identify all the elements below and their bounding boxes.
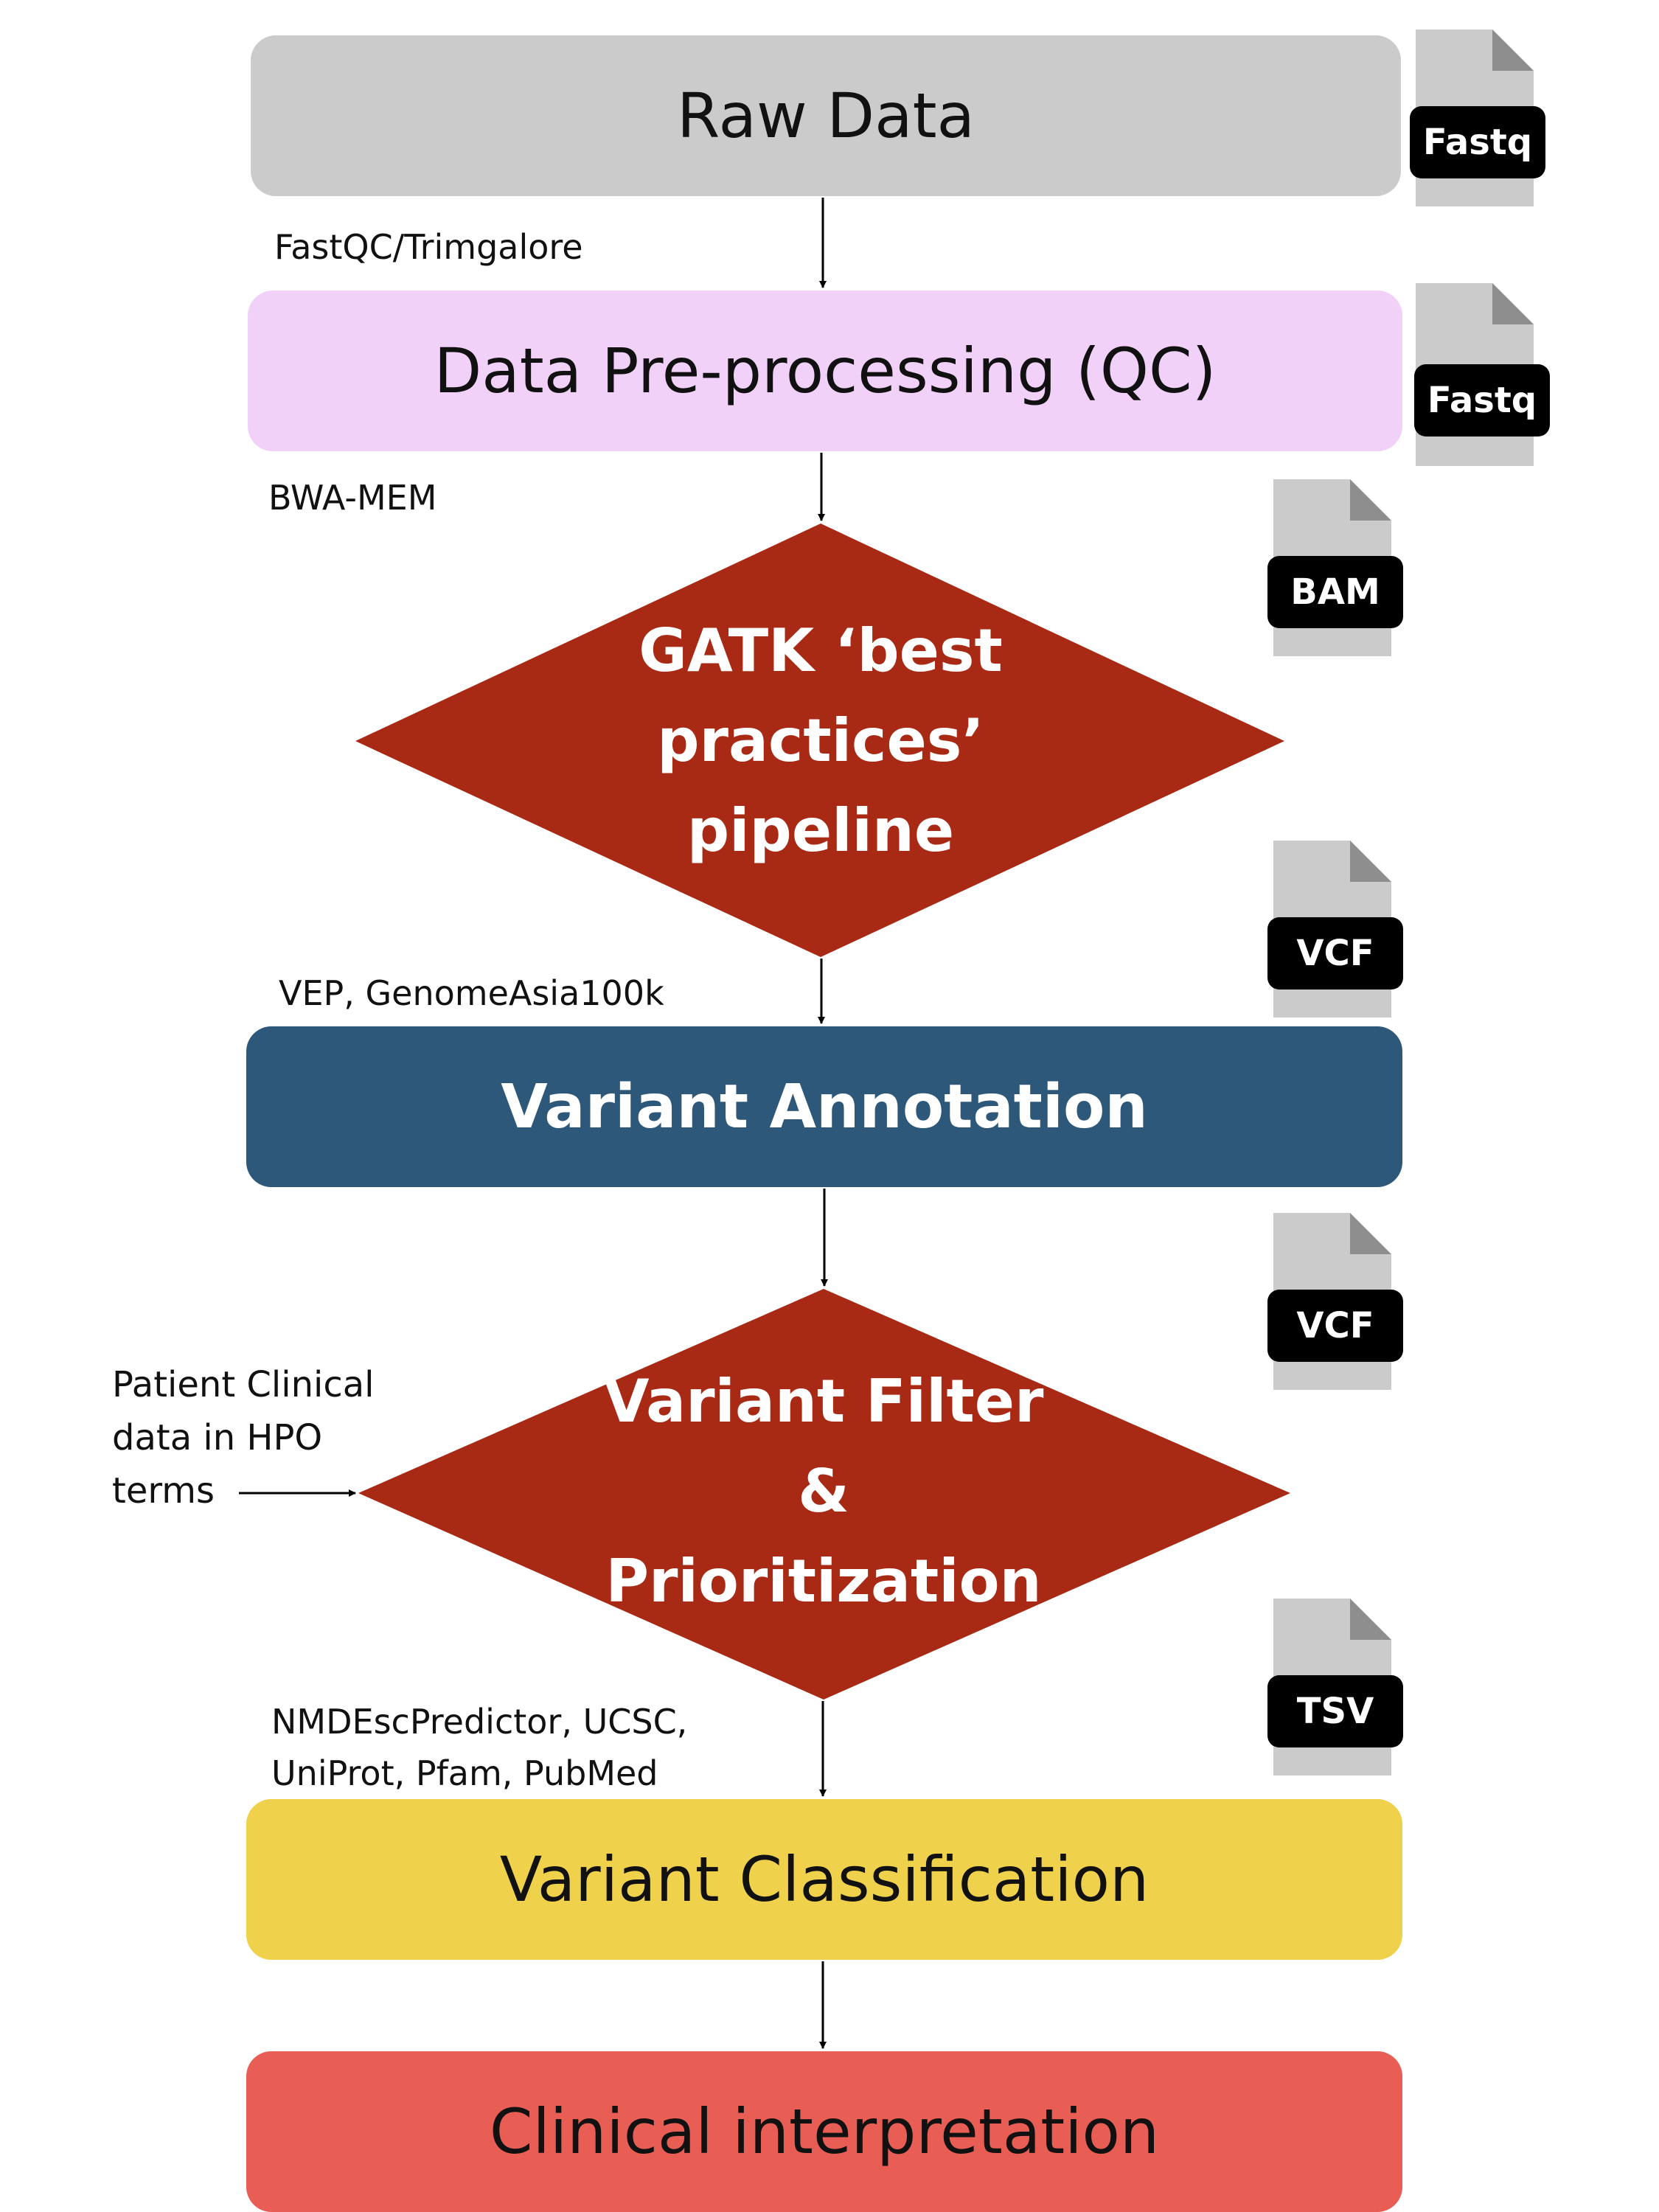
file-raw: Fastq <box>1410 29 1545 212</box>
step-clinical-interpretation-label: Clinical interpretation <box>489 2096 1160 2168</box>
step-variant-classification-label: Variant Classification <box>499 1843 1150 1916</box>
step-variant-annotation-label: Variant Annotation <box>501 1071 1148 1142</box>
gatk-label-line-3: pipeline <box>686 796 955 865</box>
step-clinical-interpretation: Clinical interpretation <box>246 2051 1402 2212</box>
clinical-data-input-label: Patient Clinical data in HPO terms <box>112 1358 374 1517</box>
file-badge-gatk-out: VCF <box>1267 917 1403 990</box>
file-gatk: BAM <box>1267 479 1403 662</box>
gatk-decision-label: GATK ‘best practices’ pipeline <box>599 606 1042 876</box>
gatk-label-line-2: practices’ <box>657 706 984 775</box>
file-badge-annotation: VCF <box>1267 1290 1403 1362</box>
filter-label-line-3: Prioritization <box>605 1547 1042 1615</box>
file-qc: Fastq <box>1414 283 1550 466</box>
filter-label-line-2: & <box>798 1457 849 1526</box>
tool-label-classify-1: NMDEscPredictor, UCSC, <box>271 1702 688 1742</box>
filter-decision-label: Variant Filter & Prioritization <box>580 1357 1067 1627</box>
filter-label-line-1: Variant Filter <box>603 1367 1044 1436</box>
tool-label-classify-2: UniProt, Pfam, PubMed <box>271 1753 658 1793</box>
file-badge-filter: TSV <box>1267 1675 1403 1747</box>
step-raw-data: Raw Data <box>251 35 1401 196</box>
file-filter: TSV <box>1267 1599 1403 1781</box>
step-variant-annotation: Variant Annotation <box>246 1026 1402 1187</box>
clinical-data-line-3: terms <box>112 1470 215 1512</box>
clinical-data-line-1: Patient Clinical <box>112 1364 375 1405</box>
filter-decision-diamond <box>358 1289 1290 1700</box>
clinical-data-line-2: data in HPO <box>112 1417 323 1458</box>
file-badge-gatk: BAM <box>1267 556 1403 628</box>
file-gatk-out: VCF <box>1267 841 1403 1023</box>
gatk-label-line-1: GATK ‘best <box>639 616 1003 685</box>
file-annotation: VCF <box>1267 1213 1403 1396</box>
tool-label-align: BWA-MEM <box>268 478 437 518</box>
file-badge-raw: Fastq <box>1410 106 1545 178</box>
step-data-preprocessing-label: Data Pre-processing (QC) <box>434 335 1217 407</box>
gatk-decision-diamond <box>355 524 1284 957</box>
file-badge-qc: Fastq <box>1414 364 1550 437</box>
tool-label-annotate: VEP, GenomeAsia100k <box>279 973 664 1013</box>
step-raw-data-label: Raw Data <box>677 80 975 152</box>
step-variant-classification: Variant Classification <box>246 1799 1402 1960</box>
step-data-preprocessing: Data Pre-processing (QC) <box>248 291 1402 451</box>
tool-label-qc: FastQC/Trimgalore <box>274 227 583 267</box>
